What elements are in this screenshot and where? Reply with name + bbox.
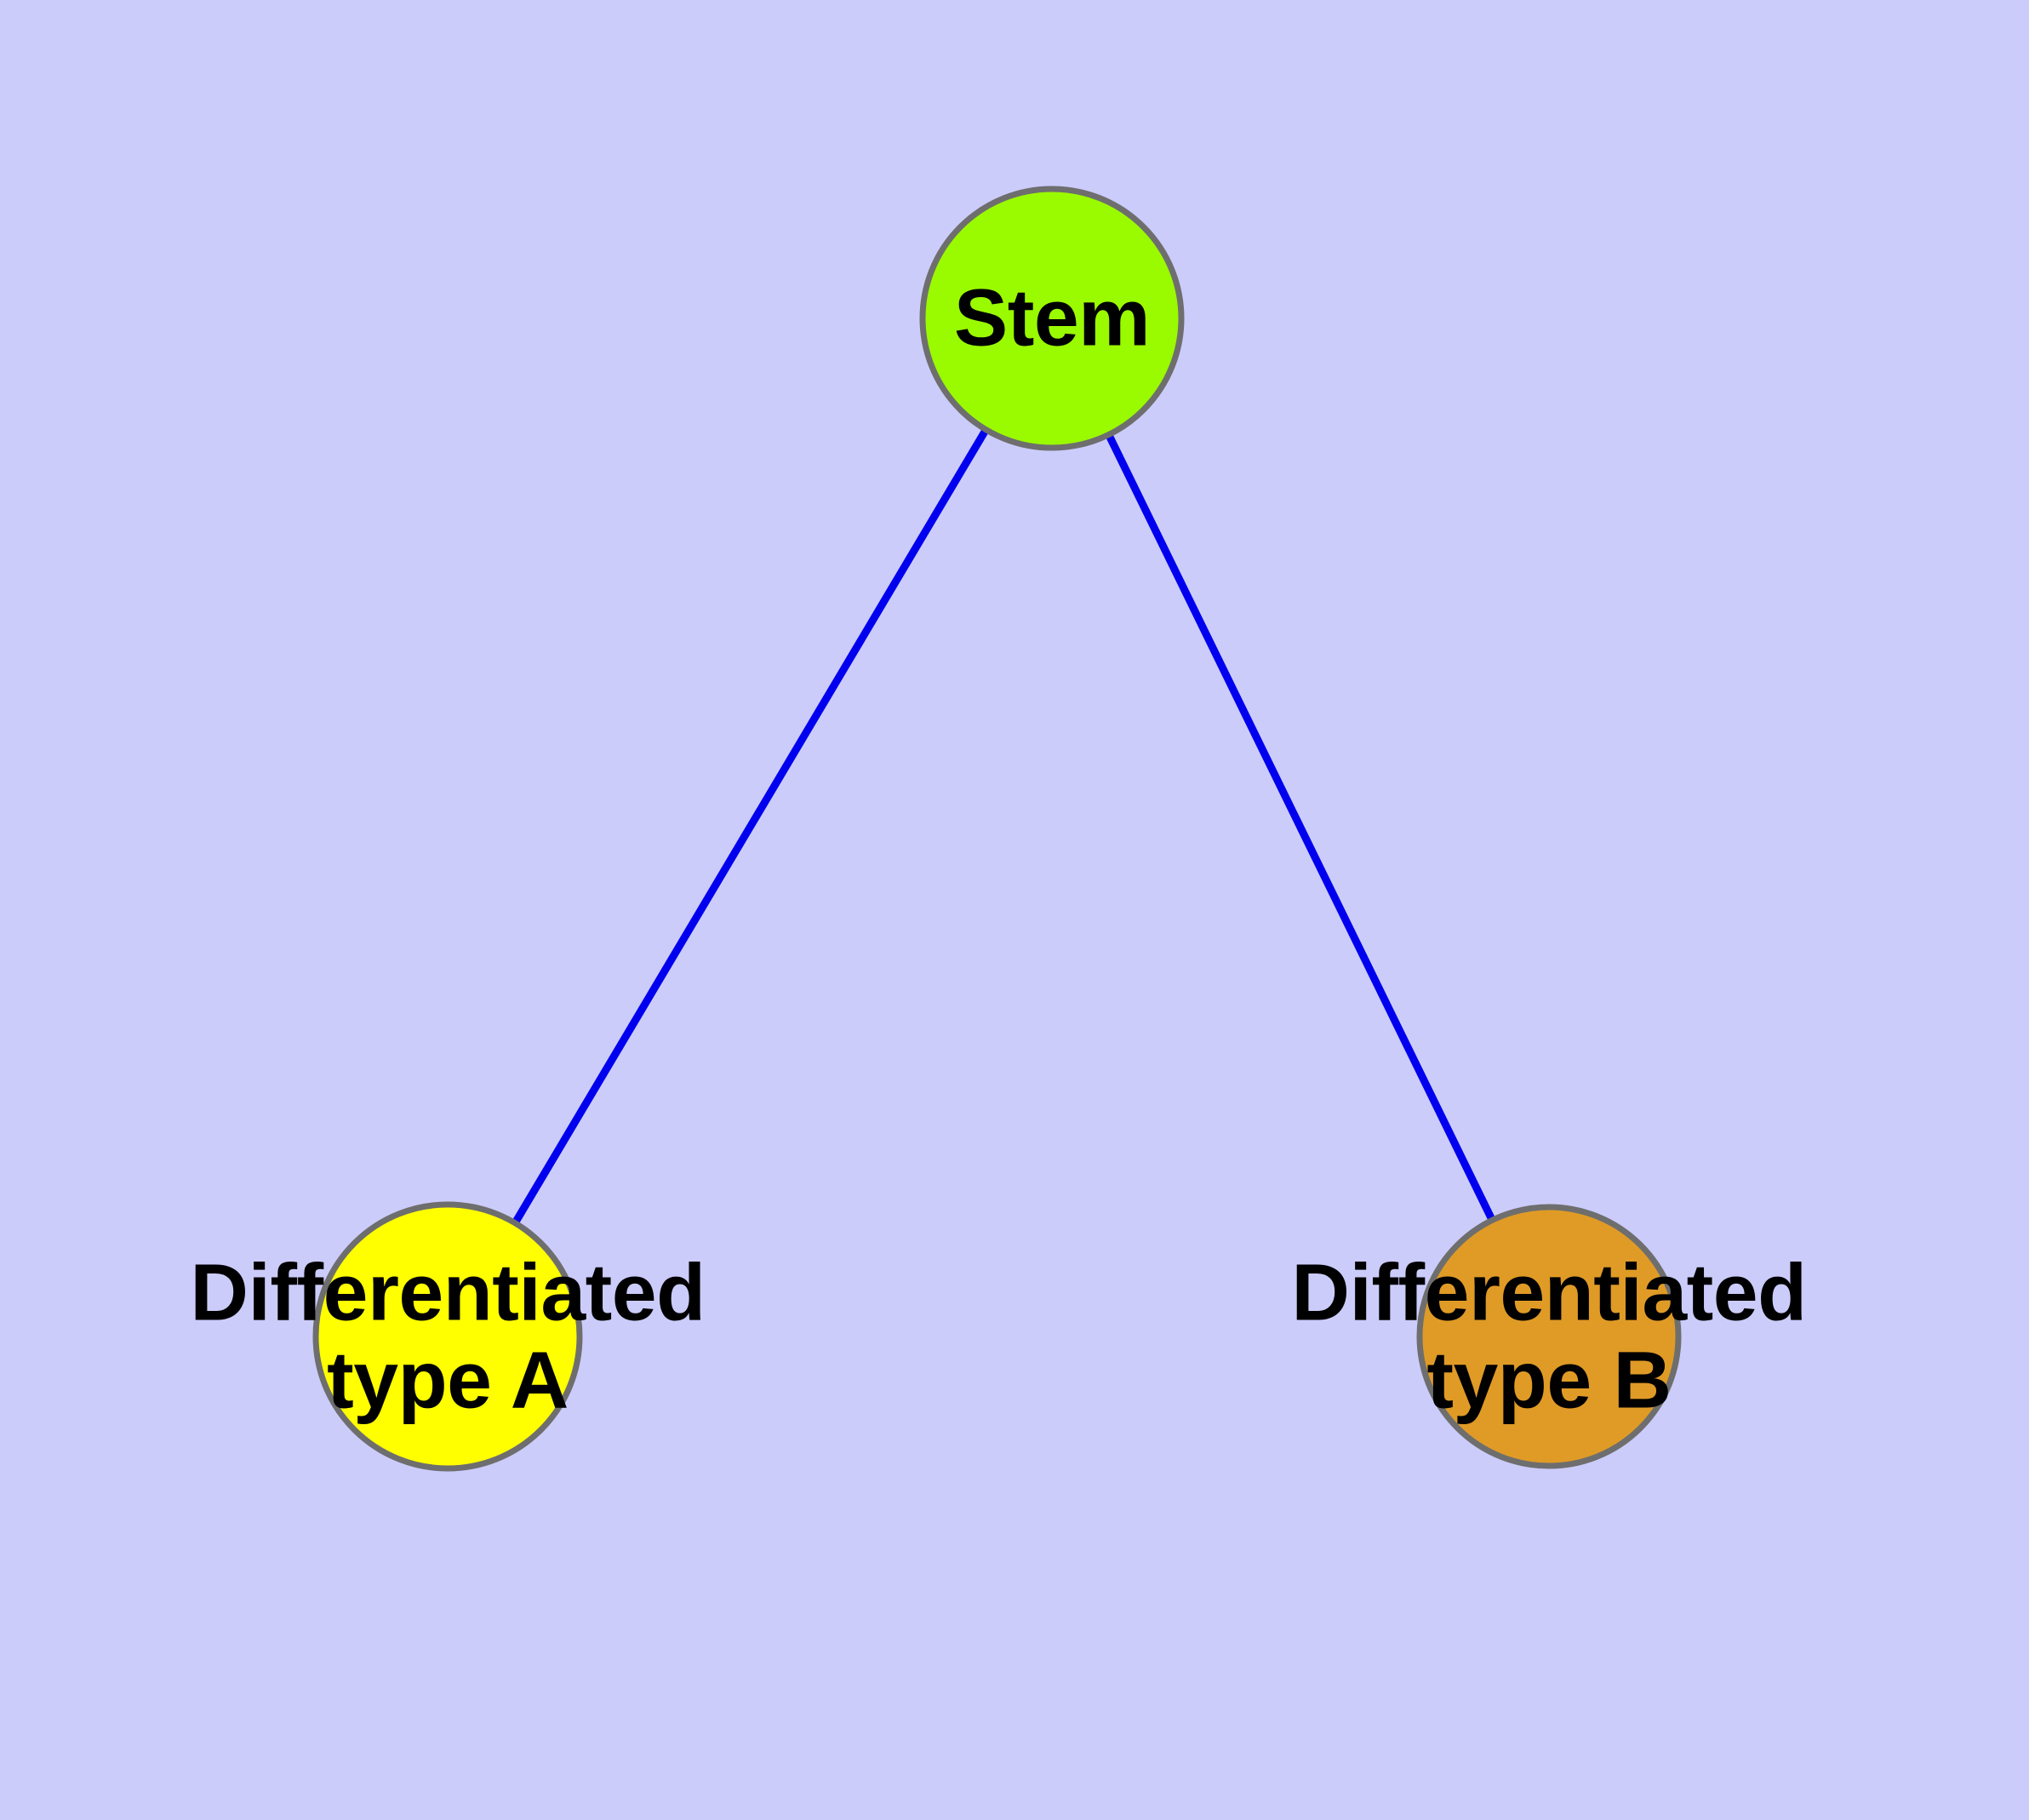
node-stem[interactable] <box>919 186 1185 451</box>
edge-stem-to-differentiated-type-a[interactable] <box>510 424 992 1228</box>
edge-layer <box>510 424 1498 1228</box>
edge-stem-to-differentiated-type-b[interactable] <box>1103 430 1498 1225</box>
node-layer <box>312 186 1682 1472</box>
node-differentiated-type-b[interactable] <box>1416 1204 1682 1469</box>
node-differentiated-type-a[interactable] <box>312 1201 583 1472</box>
